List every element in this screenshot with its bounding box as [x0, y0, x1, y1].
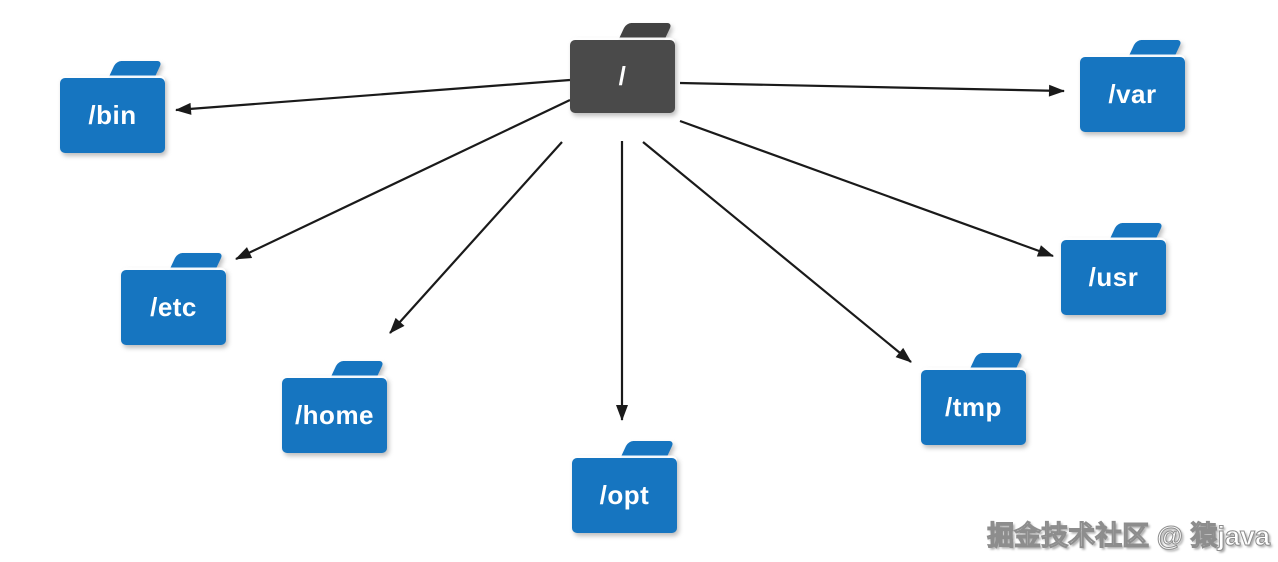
folder-var-body	[1080, 57, 1185, 132]
folder-opt: /opt	[572, 441, 677, 533]
folder-usr: /usr	[1061, 223, 1166, 315]
folder-root-body	[570, 40, 675, 113]
folder-usr-body	[1061, 240, 1166, 315]
folder-tmp-body	[921, 370, 1026, 445]
watermark-text: 掘金技术社区 @ 猿java	[987, 521, 1271, 552]
folder-home: /home	[282, 361, 387, 453]
arrow-root-to-home	[389, 141, 563, 334]
folder-home-body	[282, 378, 387, 453]
arrow-root-to-var	[679, 81, 1065, 97]
folder-bin-body	[60, 78, 165, 153]
folder-var-label: /var	[1108, 79, 1157, 109]
folder-bin-label: /bin	[88, 100, 137, 130]
folder-tmp: /tmp	[921, 353, 1026, 445]
folder-usr-label: /usr	[1088, 262, 1139, 292]
arrow-root-to-usr	[679, 119, 1054, 258]
folder-etc-label: /etc	[150, 292, 197, 322]
arrow-root-to-bin	[175, 78, 571, 115]
folder-opt-body	[572, 458, 677, 533]
folder-root-label: /	[618, 61, 627, 91]
folder-var: /var	[1080, 40, 1185, 132]
folder-etc-body	[121, 270, 226, 345]
folder-root: /	[570, 23, 675, 113]
folder-etc: /etc	[121, 253, 226, 345]
folder-tmp-label: /tmp	[945, 392, 1002, 422]
folder-opt-label: /opt	[599, 480, 650, 510]
folder-bin: /bin	[60, 61, 165, 153]
arrow-root-to-etc	[235, 99, 571, 260]
folder-home-label: /home	[294, 400, 375, 430]
arrow-root-to-tmp	[642, 141, 912, 363]
